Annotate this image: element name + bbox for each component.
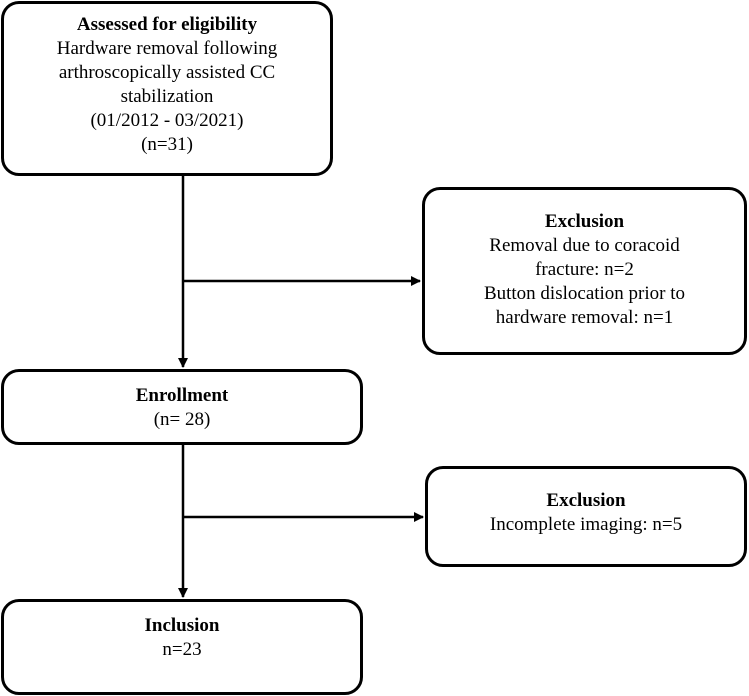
exclusion-2-line: Incomplete imaging: n=5 [489, 514, 683, 535]
exclusion-1-line: Button dislocation prior to [483, 283, 686, 304]
exclusion-1-line: fracture: n=2 [535, 259, 634, 280]
eligibility-line: (01/2012 - 03/2021) [90, 110, 244, 131]
exclusion-box-1: Exclusion Removal due to coracoid fractu… [422, 187, 747, 355]
eligibility-line: stabilization [120, 86, 214, 107]
exclusion-2-title: Exclusion [546, 490, 626, 511]
inclusion-count: n=23 [162, 639, 202, 660]
inclusion-box: Inclusion n=23 [1, 599, 363, 695]
exclusion-1-line: Removal due to coracoid [489, 235, 680, 256]
eligibility-box: Assessed for eligibility Hardware remova… [1, 1, 333, 176]
eligibility-line: Hardware removal following [56, 38, 278, 59]
eligibility-count: (n=31) [141, 134, 193, 155]
enrollment-count: (n= 28) [153, 409, 211, 430]
eligibility-line: arthroscopically assisted CC [58, 62, 276, 83]
inclusion-title: Inclusion [144, 615, 220, 636]
exclusion-1-title: Exclusion [544, 211, 625, 232]
exclusion-box-2: Exclusion Incomplete imaging: n=5 [425, 466, 747, 567]
enrollment-box: Enrollment (n= 28) [1, 369, 363, 445]
exclusion-1-line: hardware removal: n=1 [495, 307, 674, 328]
enrollment-title: Enrollment [135, 385, 229, 406]
eligibility-title: Assessed for eligibility [76, 14, 258, 35]
